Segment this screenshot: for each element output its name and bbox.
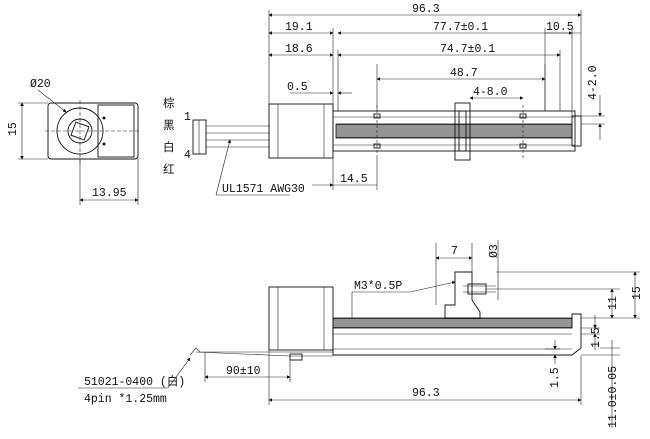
pin-4-label: 4: [184, 149, 191, 162]
wire-color-legend: 棕 黑 白 红 1 4: [163, 96, 191, 176]
dim-77-7: 77.7±0.1: [433, 21, 488, 34]
connector-label: 51021-0400 (白): [84, 374, 185, 389]
end-view: Ø20 15 13.95: [7, 78, 140, 205]
dim-total-length-top: 96.3: [412, 3, 440, 16]
dim-15: 15: [631, 286, 644, 300]
dim-11: 11: [607, 296, 620, 310]
wire-spec-label: UL1571 AWG30: [222, 183, 305, 196]
top-view: 96.3 19.1 77.7±0.1 10.5 18.6 74.7±0.1 48…: [192, 3, 605, 196]
dim-total-length-side: 96.3: [412, 387, 440, 400]
dim-90: 90±10: [226, 365, 261, 378]
dim-1-5-lower: 1.5: [549, 367, 562, 388]
dim-hole: Ø3: [488, 244, 501, 258]
dim-7: 7: [451, 245, 458, 258]
dim-74-7: 74.7±0.1: [440, 43, 495, 56]
dim-18-6: 18.6: [285, 43, 313, 56]
pin-spec-label: 4pin *1.25mm: [84, 393, 167, 406]
wire-color-3: 白: [163, 140, 175, 154]
diameter-label: Ø20: [30, 78, 51, 91]
pin-1-label: 1: [184, 111, 191, 124]
dim-0-5: 0.5: [287, 81, 308, 94]
dim-48-7: 48.7: [450, 67, 478, 80]
wire-color-4: 红: [163, 162, 175, 176]
height-label: 15: [7, 122, 20, 136]
width-label: 13.95: [92, 187, 127, 200]
side-view: 7 Ø3 M3*0.5P 15 11 1.5 1.5 11.0±0.05: [78, 240, 644, 428]
dim-10-5: 10.5: [546, 21, 574, 34]
wire-color-2: 黑: [163, 118, 175, 132]
thread-label: M3*0.5P: [354, 280, 402, 293]
dim-14-5: 14.5: [340, 173, 368, 186]
dim-4-8: 4-8.0: [473, 86, 508, 99]
dim-1-5-right: 1.5: [590, 327, 603, 348]
dim-11-0: 11.0±0.05: [607, 366, 620, 428]
wire-color-1: 棕: [163, 96, 175, 110]
dim-4-2: 4-2.0: [587, 65, 600, 100]
dim-19-1: 19.1: [285, 21, 313, 34]
